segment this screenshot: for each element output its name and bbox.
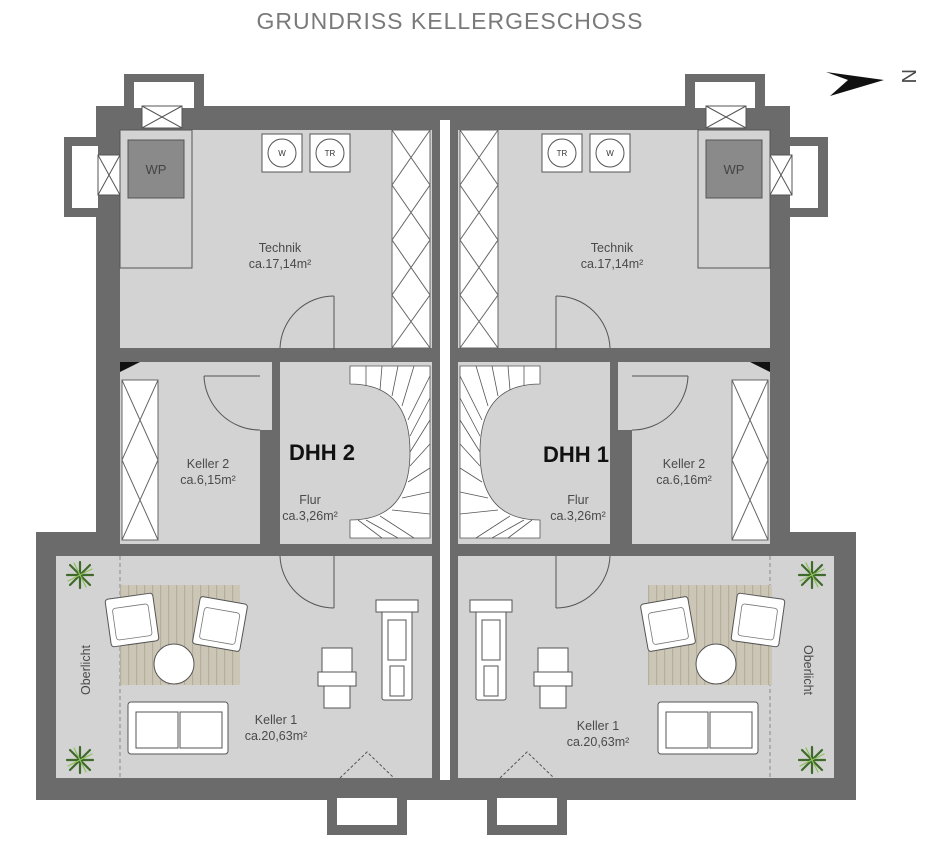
washer-dryer-dhh2 xyxy=(261,133,351,173)
floor-flur-dhh1 xyxy=(458,362,610,544)
room-area-technik-dhh2: ca.17,14m² xyxy=(249,257,312,271)
heat-pump-label-dhh1: WP xyxy=(724,162,745,177)
plant-icon xyxy=(65,560,95,590)
heat-pump-dhh2 xyxy=(119,129,193,269)
floor-keller1-dhh1 xyxy=(458,556,834,778)
lounge-dhh1 xyxy=(639,585,786,685)
heat-pump-dhh1 xyxy=(697,129,771,269)
gym-equipment-dhh1 xyxy=(469,599,573,709)
interior-walls xyxy=(96,120,790,780)
plant-icon xyxy=(797,745,827,775)
room-name-keller2-dhh1: Keller 2 xyxy=(663,457,705,471)
room-name-keller1-dhh2: Keller 1 xyxy=(255,713,297,727)
floor-keller1-dhh2 xyxy=(56,556,432,778)
skylight-label-dhh1: Oberlicht xyxy=(801,645,815,696)
compass-label: N xyxy=(897,69,919,83)
north-arrow-icon xyxy=(826,72,884,96)
plant-icon xyxy=(797,560,827,590)
room-area-keller1-dhh1: ca.20,63m² xyxy=(567,735,630,749)
dryer-label-dhh2: TR xyxy=(325,149,336,158)
room-area-keller2-dhh1: ca.6,16m² xyxy=(656,473,712,487)
room-area-flur-dhh2: ca.3,26m² xyxy=(282,509,338,523)
sofa-dhh1 xyxy=(657,701,759,755)
room-name-keller1-dhh1: Keller 1 xyxy=(577,719,619,733)
room-area-flur-dhh1: ca.3,26m² xyxy=(550,509,606,523)
room-name-keller2-dhh2: Keller 2 xyxy=(187,457,229,471)
washer-label-dhh1: W xyxy=(606,149,614,158)
lounge-dhh2 xyxy=(104,585,249,685)
unit-name-dhh2: DHH 2 xyxy=(289,440,355,465)
sofa-dhh2 xyxy=(127,701,229,755)
washer-label-dhh2: W xyxy=(278,149,286,158)
gym-equipment-dhh2 xyxy=(317,599,419,709)
room-name-technik-dhh1: Technik xyxy=(591,241,634,255)
unit-name-dhh1: DHH 1 xyxy=(543,442,609,467)
room-area-keller2-dhh2: ca.6,15m² xyxy=(180,473,236,487)
stairs-dhh1 xyxy=(459,365,541,539)
plan-title: GRUNDRISS KELLERGESCHOSS xyxy=(256,8,644,34)
skylight-label-dhh2: Oberlicht xyxy=(79,644,93,695)
heat-pump-label-dhh2: WP xyxy=(146,162,167,177)
stairs-dhh2 xyxy=(349,365,431,539)
plant-icon xyxy=(65,745,95,775)
room-area-keller1-dhh2: ca.20,63m² xyxy=(245,729,308,743)
doors xyxy=(203,295,689,779)
room-area-technik-dhh1: ca.17,14m² xyxy=(581,257,644,271)
room-name-technik-dhh2: Technik xyxy=(259,241,302,255)
floor-flur-dhh2 xyxy=(280,362,432,544)
room-name-flur-dhh2: Flur xyxy=(299,493,321,507)
shelving xyxy=(121,129,769,541)
wall-triangles xyxy=(120,362,770,372)
room-name-flur-dhh1: Flur xyxy=(567,493,589,507)
washer-dryer-dhh1 xyxy=(541,133,631,173)
windows xyxy=(97,105,793,196)
dryer-label-dhh1: TR xyxy=(557,149,568,158)
